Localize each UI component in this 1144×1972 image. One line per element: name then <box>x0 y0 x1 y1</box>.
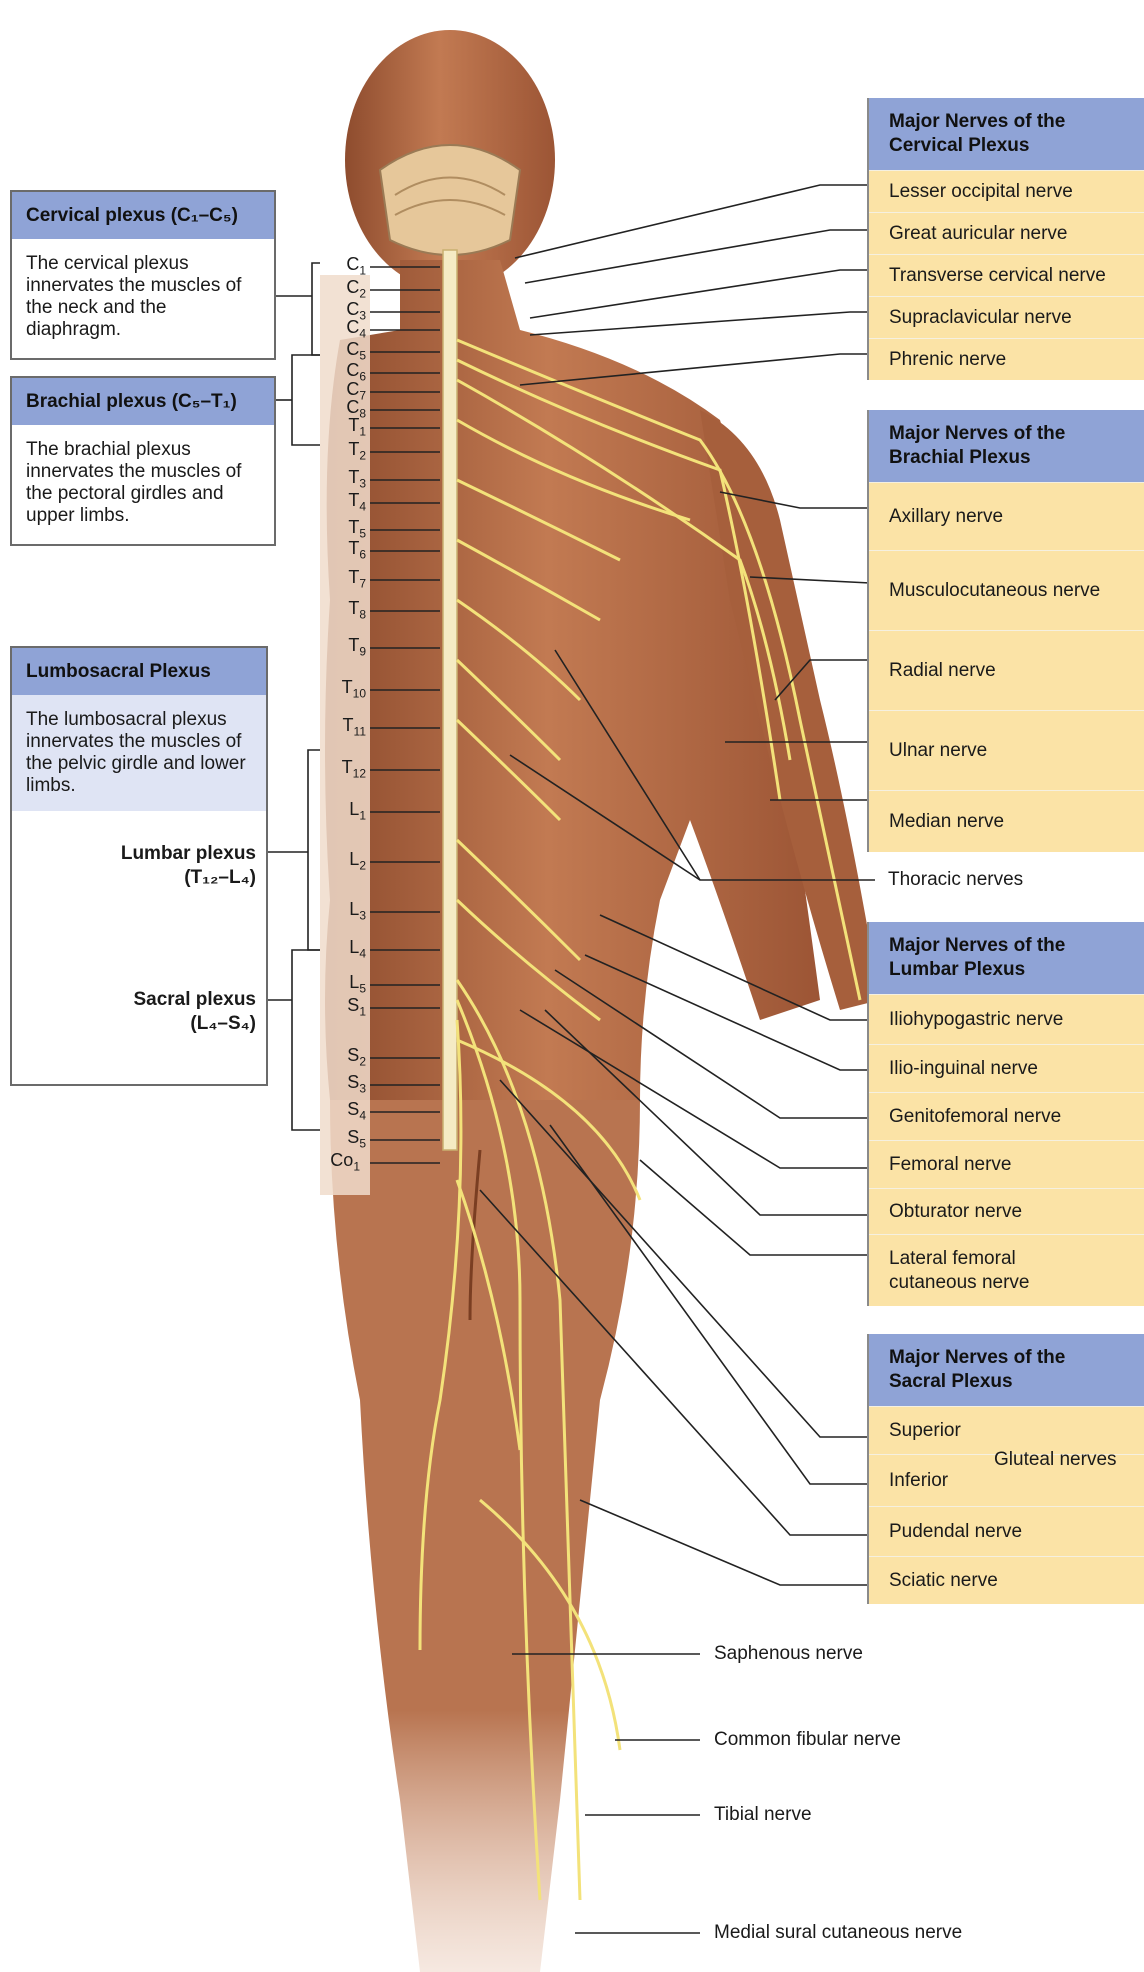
segment-label-t7: T7 <box>322 567 366 591</box>
nerve-item: Supraclavicular nerve <box>869 296 1144 338</box>
nerve-item: Lateral femoral cutaneous nerve <box>869 1234 1144 1306</box>
segment-label-l4: L4 <box>322 937 366 961</box>
nerve-item: Femoral nerve <box>869 1140 1144 1188</box>
nerve-item: Phrenic nerve <box>869 338 1144 380</box>
nerve-item: Superior <box>869 1406 1144 1454</box>
cervical-nerves-panel: Major Nerves of the Cervical Plexus Less… <box>867 98 1144 380</box>
tibial-nerve-label: Tibial nerve <box>714 1803 812 1827</box>
nerve-item: Obturator nerve <box>869 1188 1144 1234</box>
segment-label-s2: S2 <box>322 1045 366 1069</box>
brachial-plexus-description: The brachial plexus innervates the muscl… <box>12 425 274 541</box>
nerve-item: Transverse cervical nerve <box>869 254 1144 296</box>
brachial-nerves-title: Major Nerves of the Brachial Plexus <box>869 410 1144 482</box>
segment-label-s1: S1 <box>322 995 366 1019</box>
common-fibular-nerve-label: Common fibular nerve <box>714 1728 901 1752</box>
gluteal-nerves-label: Gluteal nerves <box>994 1449 1117 1471</box>
lumbar-nerves-panel: Major Nerves of the Lumbar Plexus Iliohy… <box>867 922 1144 1306</box>
nerve-item: Lesser occipital nerve <box>869 170 1144 212</box>
nerve-item: Radial nerve <box>869 630 1144 710</box>
brachial-nerves-panel: Major Nerves of the Brachial Plexus Axil… <box>867 410 1144 852</box>
segment-label-l3: L3 <box>322 899 366 923</box>
lumbar-plexus-label: Lumbar plexus (T₁₂–L₄) <box>56 842 256 890</box>
segment-label-t1: T1 <box>322 415 366 439</box>
nerve-item: Axillary nerve <box>869 482 1144 550</box>
nerve-item: Ilio-inguinal nerve <box>869 1044 1144 1092</box>
cervical-plexus-title: Cervical plexus (C₁–C₅) <box>12 192 274 239</box>
thoracic-nerves-label: Thoracic nerves <box>888 868 1023 892</box>
cervical-plexus-description: The cervical plexus innervates the muscl… <box>12 239 274 355</box>
segment-label-l2: L2 <box>322 849 366 873</box>
segment-label-s4: S4 <box>322 1099 366 1123</box>
nerve-item: Musculocutaneous nerve <box>869 550 1144 630</box>
segment-label-t12: T12 <box>322 757 366 781</box>
sacral-plexus-label: Sacral plexus (L₄–S₄) <box>56 988 256 1036</box>
nerve-item: Ulnar nerve <box>869 710 1144 790</box>
segment-label-l5: L5 <box>322 972 366 996</box>
segment-label-l1: L1 <box>322 799 366 823</box>
segment-label-s3: S3 <box>322 1072 366 1096</box>
nerve-item: Median nerve <box>869 790 1144 852</box>
nerve-item: Sciatic nerve <box>869 1556 1144 1604</box>
segment-label-t11: T11 <box>322 715 366 739</box>
nerve-item: Pudendal nerve <box>869 1506 1144 1556</box>
segment-label-co1: Co1 <box>316 1150 360 1174</box>
cervical-plexus-box: Cervical plexus (C₁–C₅) The cervical ple… <box>10 190 276 360</box>
segment-label-s5: S5 <box>322 1127 366 1151</box>
medial-sural-cutaneous-nerve-label: Medial sural cutaneous nerve <box>714 1921 962 1945</box>
segment-label-t9: T9 <box>322 635 366 659</box>
segment-label-t3: T3 <box>322 467 366 491</box>
lumbosacral-plexus-title: Lumbosacral Plexus <box>12 648 266 695</box>
segment-label-c1: C1 <box>322 254 366 278</box>
lumbosacral-plexus-description: The lumbosacral plexus innervates the mu… <box>12 695 266 811</box>
nerve-item: Great auricular nerve <box>869 212 1144 254</box>
brachial-plexus-title: Brachial plexus (C₅–T₁) <box>12 378 274 425</box>
segment-label-t2: T2 <box>322 439 366 463</box>
lumbar-nerves-title: Major Nerves of the Lumbar Plexus <box>869 922 1144 994</box>
nerve-item: Genitofemoral nerve <box>869 1092 1144 1140</box>
brachial-plexus-box: Brachial plexus (C₅–T₁) The brachial ple… <box>10 376 276 546</box>
segment-label-c4: C4 <box>322 317 366 341</box>
segment-label-t6: T6 <box>322 538 366 562</box>
cervical-nerves-title: Major Nerves of the Cervical Plexus <box>869 98 1144 170</box>
segment-label-t4: T4 <box>322 490 366 514</box>
saphenous-nerve-label: Saphenous nerve <box>714 1642 863 1666</box>
nerve-item: Iliohypogastric nerve <box>869 994 1144 1044</box>
sacral-nerves-title: Major Nerves of the Sacral Plexus <box>869 1334 1144 1406</box>
segment-label-t10: T10 <box>322 677 366 701</box>
segment-label-t8: T8 <box>322 598 366 622</box>
segment-label-c2: C2 <box>322 277 366 301</box>
